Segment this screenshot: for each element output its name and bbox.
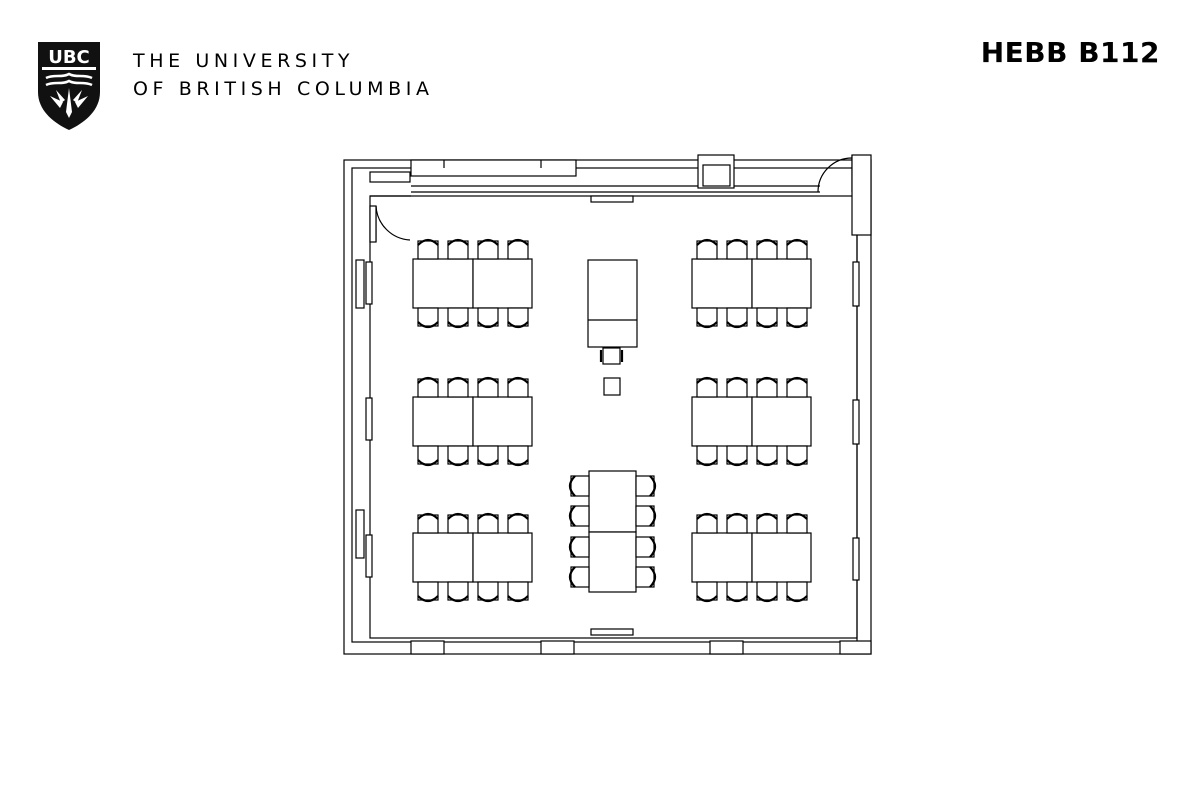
- chair-back: [756, 238, 778, 246]
- wordmark-line-2: OF BRITISH COLUMBIA: [133, 78, 434, 100]
- side-stool: [603, 377, 621, 396]
- chair-back: [507, 238, 529, 246]
- chair-back: [649, 566, 657, 588]
- chair-back: [726, 321, 748, 329]
- chair-back: [507, 376, 529, 384]
- chair-back: [696, 512, 718, 520]
- chair-back: [696, 459, 718, 467]
- chair-back: [756, 512, 778, 520]
- chair-back: [726, 512, 748, 520]
- chair-back: [447, 595, 469, 603]
- chair-back: [477, 321, 499, 329]
- chair-back: [726, 459, 748, 467]
- chair-back: [756, 376, 778, 384]
- right-wall-pier: [851, 154, 872, 236]
- outer-wall: [343, 159, 872, 655]
- chair-back: [786, 512, 808, 520]
- chair-back: [417, 238, 439, 246]
- chair-back: [447, 238, 469, 246]
- instructor-station: [587, 259, 638, 396]
- chair-back: [756, 321, 778, 329]
- chair-back: [477, 238, 499, 246]
- chair-back: [696, 321, 718, 329]
- chair-back: [477, 512, 499, 520]
- chair-back: [696, 595, 718, 603]
- table-groups: [412, 238, 812, 603]
- chair-back: [568, 536, 576, 558]
- chair-back: [568, 475, 576, 497]
- table: [472, 396, 533, 447]
- chair-back: [447, 459, 469, 467]
- chair-back: [568, 505, 576, 527]
- table: [472, 258, 533, 309]
- table: [751, 396, 812, 447]
- logo-text: UBC: [48, 47, 90, 68]
- chair-back: [726, 238, 748, 246]
- table: [751, 258, 812, 309]
- table: [691, 532, 753, 583]
- chair-back: [417, 595, 439, 603]
- chair-back: [696, 376, 718, 384]
- chair-back: [447, 376, 469, 384]
- chair-back: [507, 595, 529, 603]
- table: [588, 531, 637, 593]
- chair-back: [649, 536, 657, 558]
- table: [412, 396, 474, 447]
- chair-back: [726, 595, 748, 603]
- table: [691, 258, 753, 309]
- chair-back: [447, 321, 469, 329]
- chair-back: [649, 505, 657, 527]
- chair-back: [507, 459, 529, 467]
- room-walls: [343, 154, 872, 655]
- chair-back: [417, 376, 439, 384]
- window-top-left: [410, 159, 577, 177]
- table: [412, 532, 474, 583]
- chair-back: [477, 376, 499, 384]
- chair-back: [786, 238, 808, 246]
- chair-back: [568, 566, 576, 588]
- chair-back: [756, 459, 778, 467]
- ubc-crest-logo: UBC: [38, 42, 100, 130]
- table: [751, 532, 812, 583]
- chair-back: [649, 475, 657, 497]
- chair-back: [447, 512, 469, 520]
- table: [412, 258, 474, 309]
- chair-back: [477, 459, 499, 467]
- chair-back: [786, 595, 808, 603]
- wordmark-line-1: THE UNIVERSITY: [133, 50, 355, 72]
- left-door: [369, 171, 411, 243]
- university-wordmark: THE UNIVERSITY OF BRITISH COLUMBIA: [133, 47, 434, 103]
- chair-back: [507, 512, 529, 520]
- table: [588, 470, 637, 533]
- chair-back: [756, 595, 778, 603]
- column-top: [697, 154, 735, 189]
- chair-back: [696, 238, 718, 246]
- table: [472, 532, 533, 583]
- chair-back: [786, 459, 808, 467]
- chair-back: [417, 512, 439, 520]
- lectern-chair: [602, 347, 621, 365]
- lectern: [587, 259, 638, 348]
- chair-back: [477, 595, 499, 603]
- chair-back: [726, 376, 748, 384]
- table: [691, 396, 753, 447]
- room-title: HEBB B112: [980, 36, 1160, 69]
- chair-back: [417, 321, 439, 329]
- chair-back: [786, 376, 808, 384]
- chair-back: [417, 459, 439, 467]
- chair-back: [786, 321, 808, 329]
- chair-back: [507, 321, 529, 329]
